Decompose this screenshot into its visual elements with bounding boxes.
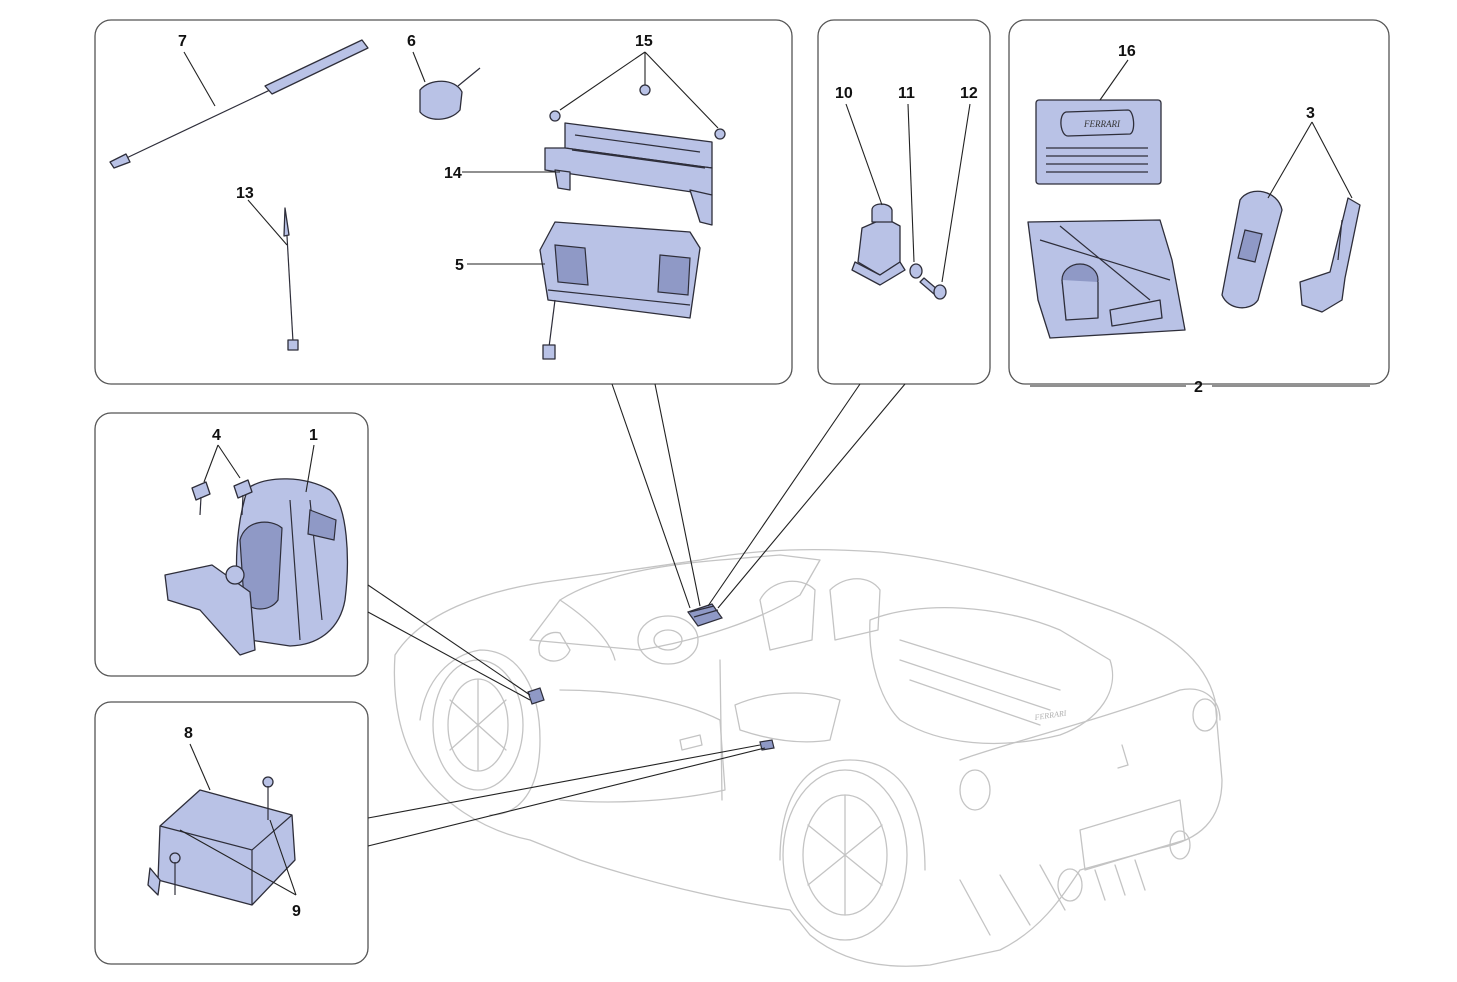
antenna-part bbox=[109, 39, 369, 169]
callout-10: 10 bbox=[835, 85, 853, 102]
callout-13: 13 bbox=[236, 185, 254, 202]
key-icon bbox=[1221, 190, 1361, 313]
leader-panel-top-to-car bbox=[611, 383, 701, 609]
bolt-part bbox=[919, 277, 947, 300]
callout-3: 3 bbox=[1306, 105, 1315, 122]
callout-9: 9 bbox=[292, 903, 301, 920]
callout-2: 2 bbox=[1194, 379, 1203, 396]
sensor-mount-spot bbox=[759, 739, 775, 751]
callout-6: 6 bbox=[407, 33, 416, 50]
washer-part bbox=[909, 263, 923, 279]
tilt-module-part bbox=[147, 789, 296, 906]
siren-icon bbox=[164, 478, 348, 656]
callout-5: 5 bbox=[455, 257, 464, 274]
screw-parts bbox=[549, 84, 726, 140]
callout-8: 8 bbox=[184, 725, 193, 742]
key-kit-bag-part bbox=[1027, 219, 1186, 339]
leader-panel-sensor-to-car bbox=[707, 383, 906, 609]
key-card-part: FERRARI bbox=[1035, 99, 1162, 185]
car-outline-icon: FERRARI bbox=[393, 548, 1223, 967]
rod-antenna-part bbox=[283, 207, 299, 351]
bracket-part bbox=[544, 122, 713, 226]
callout-4: 4 bbox=[212, 427, 221, 444]
callout-11: 11 bbox=[898, 85, 915, 102]
car-badge-logo: FERRARI bbox=[1033, 709, 1067, 723]
control-module-icon bbox=[539, 221, 701, 360]
control-unit-mount-spot bbox=[687, 603, 723, 627]
sensor-part bbox=[851, 203, 906, 286]
leader-panel-siren-to-car bbox=[367, 584, 531, 701]
siren-bolts bbox=[191, 479, 253, 516]
leader-panel-tilt-to-car bbox=[367, 744, 766, 847]
tilt-module-screws bbox=[169, 776, 274, 895]
panel-antenna-control-unit bbox=[94, 19, 793, 385]
siren-mount-spot bbox=[527, 687, 545, 705]
callout-7: 7 bbox=[178, 33, 187, 50]
callout-14: 14 bbox=[444, 165, 462, 182]
callout-1: 1 bbox=[309, 427, 318, 444]
panel-sensor bbox=[817, 19, 991, 385]
callout-12: 12 bbox=[960, 85, 978, 102]
callout-16: 16 bbox=[1118, 43, 1136, 60]
key-card-logo: FERRARI bbox=[1083, 119, 1121, 129]
callout-15: 15 bbox=[635, 33, 653, 50]
gps-antenna-part bbox=[419, 67, 481, 120]
